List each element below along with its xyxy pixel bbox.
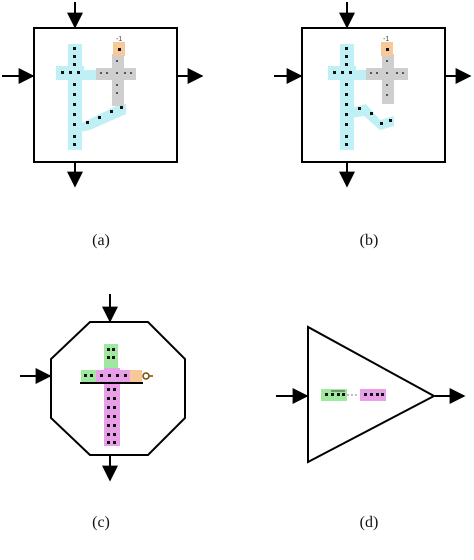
module-row (321, 389, 386, 401)
orange-dot (118, 48, 121, 51)
green-top-cell (104, 344, 118, 368)
orange-right-cell (130, 370, 142, 382)
end-marker (142, 372, 150, 380)
block-outline (33, 27, 178, 163)
orange-dot (386, 48, 389, 51)
green-left-cell (81, 370, 96, 382)
cyan-path (56, 44, 126, 150)
caption-a: (a) (92, 232, 110, 249)
gray-path (366, 54, 408, 104)
caption-d: (d) (359, 514, 379, 531)
tag-label: -1 (383, 36, 389, 43)
tag-label: -1 (116, 36, 122, 43)
cross-module (80, 344, 153, 446)
panel-d (276, 325, 466, 464)
panel-c (20, 294, 186, 482)
caption-c: (c) (92, 514, 110, 531)
gray-path (96, 54, 136, 106)
block-outline (301, 27, 446, 163)
pink-horizontal (96, 370, 130, 382)
cyan-path (328, 44, 394, 150)
panel-a: -1 (2, 2, 204, 188)
panel-b: -1 (274, 2, 472, 188)
caption-b: (b) (359, 232, 379, 249)
